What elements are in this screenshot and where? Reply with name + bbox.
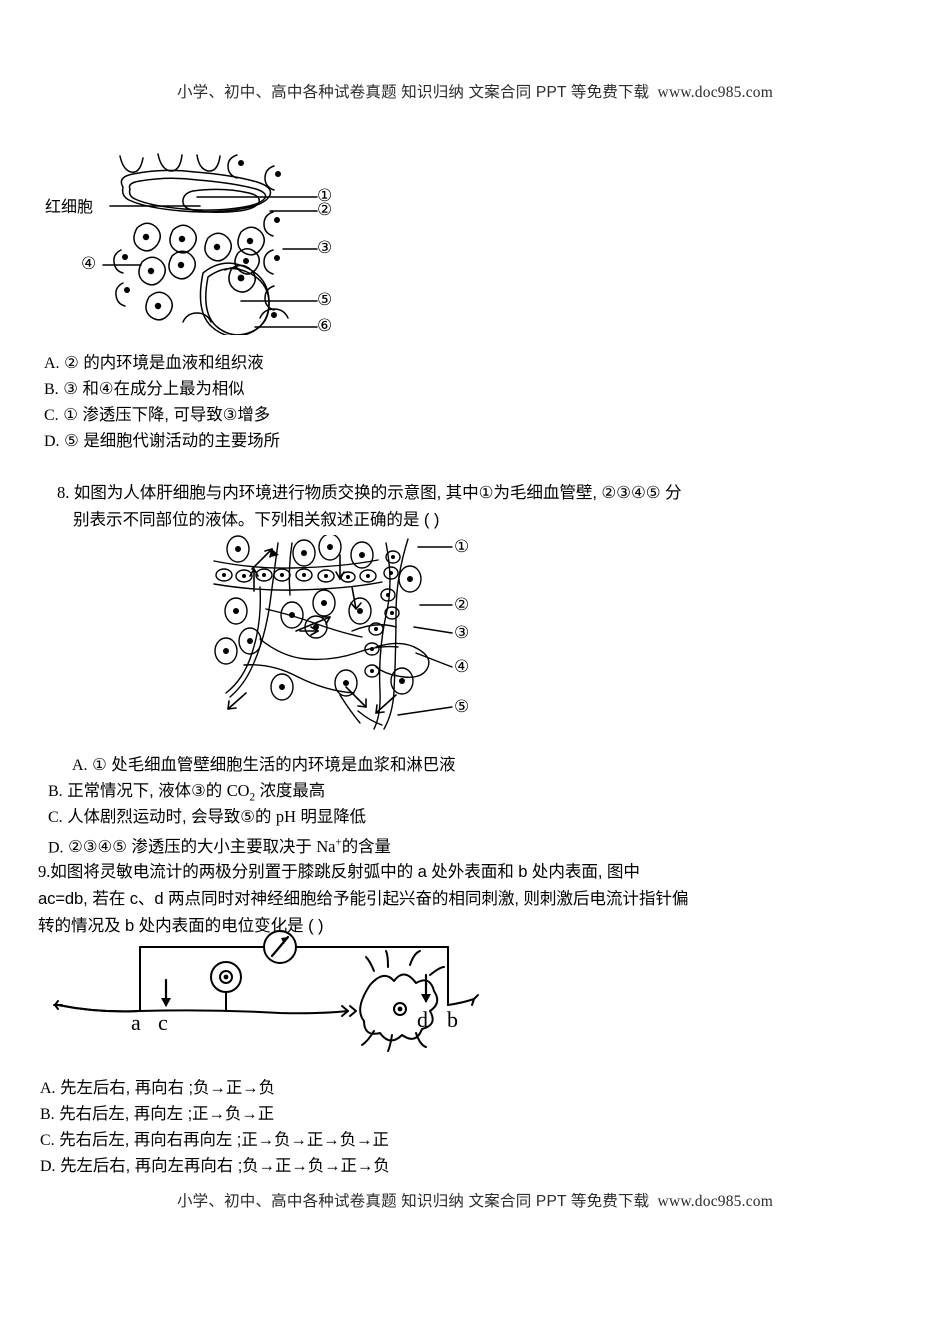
q7-option-b-text: ③ 和④在成分上最为相似 [63, 380, 245, 398]
footer-watermark: 小学、初中、高中各种试卷真题 知识归纳 文案合同 PPT 等免费下载 www.d… [0, 1189, 950, 1211]
q7-option-a-text: ② 的内环境是血液和组织液 [64, 354, 264, 372]
q8-option-a-label: A. [72, 757, 88, 774]
q9-option-b-text: 先右后左, 再向左 ;正→负→正 [59, 1105, 275, 1123]
q9-number: 9. [38, 862, 51, 881]
q8-option-b[interactable]: B. 正常情况下, 液体③的 CO2 浓度最高 [48, 778, 325, 810]
q9-option-c-text: 先右后左, 再向右再向左 ;正→负→正→负→正 [59, 1131, 389, 1149]
q9-stem-line3: 转的情况及 b 处内表面的电位变化是 ( ) [38, 912, 928, 939]
figure3-point-label-d: d [417, 1007, 428, 1032]
figure1-callout-2: ② [317, 200, 333, 220]
q8-option-d[interactable]: D. ②③④⑤ 渗透压的大小主要取决于 Na+的含量 [48, 830, 391, 861]
q8-option-c-text: 人体剧烈运动时, 会导致⑤的 pH 明显降低 [67, 807, 367, 826]
q9-option-a-text: 先左后右, 再向右 ;负→正→负 [60, 1079, 276, 1097]
figure3-svg [53, 930, 479, 1052]
figure3-point-label-a: a [131, 1010, 141, 1035]
figure3-point-label-b: b [447, 1007, 458, 1032]
q9-option-a-label: A. [40, 1080, 56, 1097]
q8-option-b-label: B. [48, 783, 63, 800]
q8-stem: 8. 如图为人体肝细胞与内环境进行物质交换的示意图, 其中①为毛细血管壁, ②③… [57, 479, 917, 506]
figure1-side-label: 红细胞 [45, 199, 94, 216]
figure2-callout-1: ① [454, 537, 470, 557]
header-watermark-url: www.doc985.com [657, 84, 773, 101]
header-watermark-text: 小学、初中、高中各种试卷真题 知识归纳 文案合同 PPT 等免费下载 [176, 84, 650, 101]
q9-option-b[interactable]: B. 先右后左, 再向左 ;正→负→正 [40, 1101, 274, 1128]
figure2-callout-3: ③ [454, 623, 470, 643]
q7-option-a[interactable]: A. ② 的内环境是血液和组织液 [44, 350, 264, 377]
q9-option-a[interactable]: A. 先左后右, 再向右 ;负→正→负 [40, 1075, 275, 1102]
figure-blood-tissue-fluid: 红细胞 ① ② ③ ④ ⑤ ⑥ [45, 150, 385, 338]
q7-option-d[interactable]: D. ⑤ 是细胞代谢活动的主要场所 [44, 428, 280, 455]
q8-stem-line1: 如图为人体肝细胞与内环境进行物质交换的示意图, 其中①为毛细血管壁, ②③④⑤ … [73, 483, 682, 502]
figure1-callout-4: ④ [81, 254, 97, 274]
q9-stem-line1-text: 如图将灵敏电流计的两极分别置于膝跳反射弧中的 a 处外表面和 b 处内表面, 图… [50, 862, 640, 881]
figure1-callout-1: ① [317, 186, 333, 206]
q7-option-a-label: A. [44, 355, 60, 372]
q7-option-c-label: C. [44, 407, 59, 424]
q8-stem-line2-wrap: 别表示不同部位的液体。下列相关叙述正确的是 ( ) [73, 506, 933, 533]
q7-option-c-text: ① 渗透压下降, 可导致③增多 [63, 406, 271, 424]
figure2-callout-5: ⑤ [454, 697, 470, 717]
footer-watermark-url: www.doc985.com [657, 1193, 773, 1210]
q9-stem-line2-text: ac=db, 若在 c、d 两点同时对神经细胞给予能引起兴奋的相同刺激, 则刺激… [38, 889, 689, 908]
figure1-callout-3: ③ [317, 238, 333, 258]
q8-number: 8. [57, 483, 70, 502]
q9-stem-line3-text: 转的情况及 b 处内表面的电位变化是 ( ) [38, 916, 324, 935]
q9-option-d-label: D. [40, 1158, 56, 1175]
q9-option-c-label: C. [40, 1132, 55, 1149]
q7-option-c[interactable]: C. ① 渗透压下降, 可导致③增多 [44, 402, 270, 429]
figure1-callout-5: ⑤ [317, 290, 333, 310]
q9-stem-line1: 9.如图将灵敏电流计的两极分别置于膝跳反射弧中的 a 处外表面和 b 处内表面,… [38, 858, 928, 885]
figure3-point-label-c: c [158, 1010, 168, 1035]
q9-option-c[interactable]: C. 先右后左, 再向右再向左 ;正→负→正→负→正 [40, 1127, 389, 1154]
q7-option-b-label: B. [44, 381, 59, 398]
q7-option-d-label: D. [44, 433, 60, 450]
q9-stem-line2: ac=db, 若在 c、d 两点同时对神经细胞给予能引起兴奋的相同刺激, 则刺激… [38, 885, 928, 912]
q9-option-d-text: 先左后右, 再向左再向右 ;负→正→负→正→负 [60, 1157, 390, 1175]
q8-option-b-text: 正常情况下, 液体③的 CO2 浓度最高 [67, 781, 326, 804]
q8-option-d-label: D. [48, 839, 64, 857]
figure-liver-internal-environment: ① ② ③ ④ ⑤ [200, 533, 500, 735]
header-watermark: 小学、初中、高中各种试卷真题 知识归纳 文案合同 PPT 等免费下载 www.d… [0, 80, 950, 102]
q8-option-a[interactable]: A. ① 处毛细血管壁细胞生活的内环境是血浆和淋巴液 [72, 752, 456, 779]
q8-option-c[interactable]: C. 人体剧烈运动时, 会导致⑤的 pH 明显降低 [48, 804, 366, 831]
q8-stem-line2: 别表示不同部位的液体。下列相关叙述正确的是 ( ) [73, 510, 440, 529]
q9-option-b-label: B. [40, 1106, 55, 1123]
figure1-callout-6: ⑥ [317, 316, 333, 336]
q7-option-d-text: ⑤ 是细胞代谢活动的主要场所 [64, 432, 281, 450]
q7-option-b[interactable]: B. ③ 和④在成分上最为相似 [44, 376, 245, 403]
q8-option-a-text: ① 处毛细血管壁细胞生活的内环境是血浆和淋巴液 [92, 756, 456, 774]
q9-option-d[interactable]: D. 先左后右, 再向左再向右 ;负→正→负→正→负 [40, 1153, 390, 1180]
figure1-svg [102, 153, 318, 338]
figure2-callout-2: ② [454, 595, 470, 615]
q8-option-c-label: C. [48, 809, 63, 826]
figure2-callout-4: ④ [454, 657, 470, 677]
q8-option-d-text: ②③④⑤ 渗透压的大小主要取决于 Na+的含量 [68, 837, 391, 857]
figure-neuron-galvanometer: a c d b [48, 925, 488, 1055]
footer-watermark-text: 小学、初中、高中各种试卷真题 知识归纳 文案合同 PPT 等免费下载 [176, 1193, 650, 1210]
